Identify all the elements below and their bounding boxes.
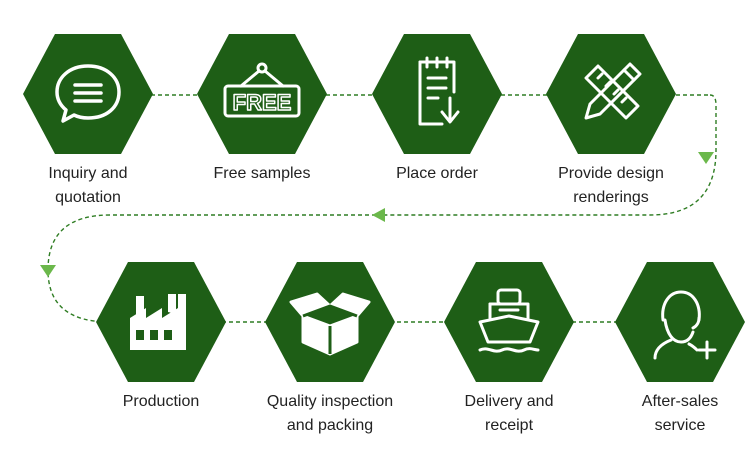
- step-label: Production: [122, 393, 200, 410]
- pencil-ruler-icon: [584, 62, 642, 120]
- hexagon: FREE: [197, 34, 327, 154]
- step-inquiry: Inquiry and quotation: [13, 34, 163, 210]
- step-delivery: Delivery and receipt: [434, 262, 584, 438]
- step-label: After-sales service: [641, 393, 719, 434]
- hexagon: [546, 34, 676, 154]
- arrow-right-down: [698, 152, 714, 164]
- hexagon: [372, 34, 502, 154]
- hexagon: [615, 262, 745, 382]
- free-sign-text: FREE: [233, 90, 292, 115]
- step-label: Provide design renderings: [558, 165, 664, 206]
- step-quality-packing: Quality inspection and packing: [255, 262, 405, 438]
- step-label: Free samples: [213, 165, 311, 182]
- headset-agent-icon: [653, 290, 717, 360]
- factory-icon: [130, 294, 186, 350]
- open-box-icon: [289, 292, 371, 356]
- order-clipboard-icon: [418, 56, 460, 126]
- step-label: Quality inspection and packing: [266, 393, 394, 434]
- hexagon: [23, 34, 153, 154]
- step-place-order: Place order: [362, 34, 512, 186]
- hexagon: [265, 262, 395, 382]
- step-free-samples: FREE Free samples: [187, 34, 337, 186]
- step-design-renderings: Provide design renderings: [536, 34, 686, 210]
- arrow-middle-left: [372, 208, 385, 222]
- step-after-sales: After-sales service: [605, 262, 750, 438]
- hexagon: [96, 262, 226, 382]
- connector-right-turn: [376, 94, 717, 216]
- ship-icon: [478, 288, 540, 353]
- step-label: Delivery and receipt: [464, 393, 554, 434]
- chat-bubble-icon: [55, 64, 121, 123]
- arrow-left-down: [40, 265, 56, 277]
- step-production: Production: [86, 262, 236, 414]
- hexagon: [444, 262, 574, 382]
- step-label: Inquiry and quotation: [48, 165, 128, 206]
- step-label: Place order: [396, 165, 478, 182]
- free-sign-icon: FREE: [223, 62, 301, 118]
